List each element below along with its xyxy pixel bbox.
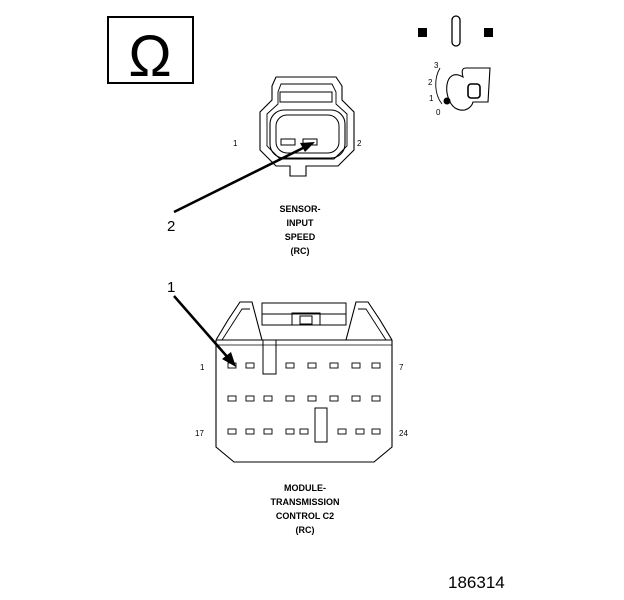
module-cavity [299,428,309,435]
module-cavity [263,428,273,435]
sensor-pin-1-label: 1 [233,139,238,148]
module-cavity [371,428,381,435]
ignition-position-1: 1 [429,94,434,103]
module-cavities [227,362,381,435]
module-pin-1-label: 1 [200,363,205,372]
ignition-position-2: 2 [428,78,433,87]
module-pin-17-label: 17 [195,429,204,438]
callout-2-arrow: 2 [167,142,315,235]
module-cavity [285,428,295,435]
module-pin-7-label: 7 [399,363,404,372]
module-name-line-1: MODULE- [284,483,326,493]
sensor-name-line-2: INPUT [287,218,315,228]
sensor-name-line-3: SPEED [285,232,316,242]
module-connector: 1 7 17 24 [195,301,408,463]
module-cavity [371,395,381,402]
module-name-line-3: CONTROL C2 [276,511,334,521]
module-cavity [355,428,365,435]
ohm-icon: Ω [128,24,171,89]
module-name-line-4: (RC) [296,525,315,535]
sensor-pin-2-label: 2 [357,139,362,148]
module-cavity [351,395,361,402]
ohmmeter-symbol: Ω [107,16,194,89]
figure-number: 186314 [448,573,505,592]
module-cavity [245,362,255,369]
module-cavity [307,395,317,402]
module-pin-24-label: 24 [399,429,408,438]
module-cavity [307,362,317,369]
module-name-line-2: TRANSMISSION [270,497,339,507]
module-cavity [351,362,361,369]
module-cavity [227,395,237,402]
callout-1-label: 1 [167,279,175,296]
module-cavity [285,395,295,402]
sensor-connector: 1 2 [233,76,362,177]
callout-2-label: 2 [167,218,175,235]
sensor-connector-name: SENSOR- INPUT SPEED (RC) [279,204,320,256]
module-cavity [329,395,339,402]
ignition-position-3: 3 [434,61,439,70]
ignition-position-0: 0 [436,108,441,117]
module-cavity [337,428,347,435]
module-cavity [329,362,339,369]
module-cavity [245,395,255,402]
module-cavity [227,428,237,435]
module-cavity [371,362,381,369]
module-cavity [285,362,295,369]
sensor-name-line-4: (RC) [291,246,310,256]
module-cavity [263,395,273,402]
sensor-name-line-1: SENSOR- [279,204,320,214]
callout-1-arrow: 1 [167,279,236,367]
ignition-switch-icon: 3 2 1 0 [418,15,493,117]
module-cavity [245,428,255,435]
module-connector-name: MODULE- TRANSMISSION CONTROL C2 (RC) [270,483,339,535]
